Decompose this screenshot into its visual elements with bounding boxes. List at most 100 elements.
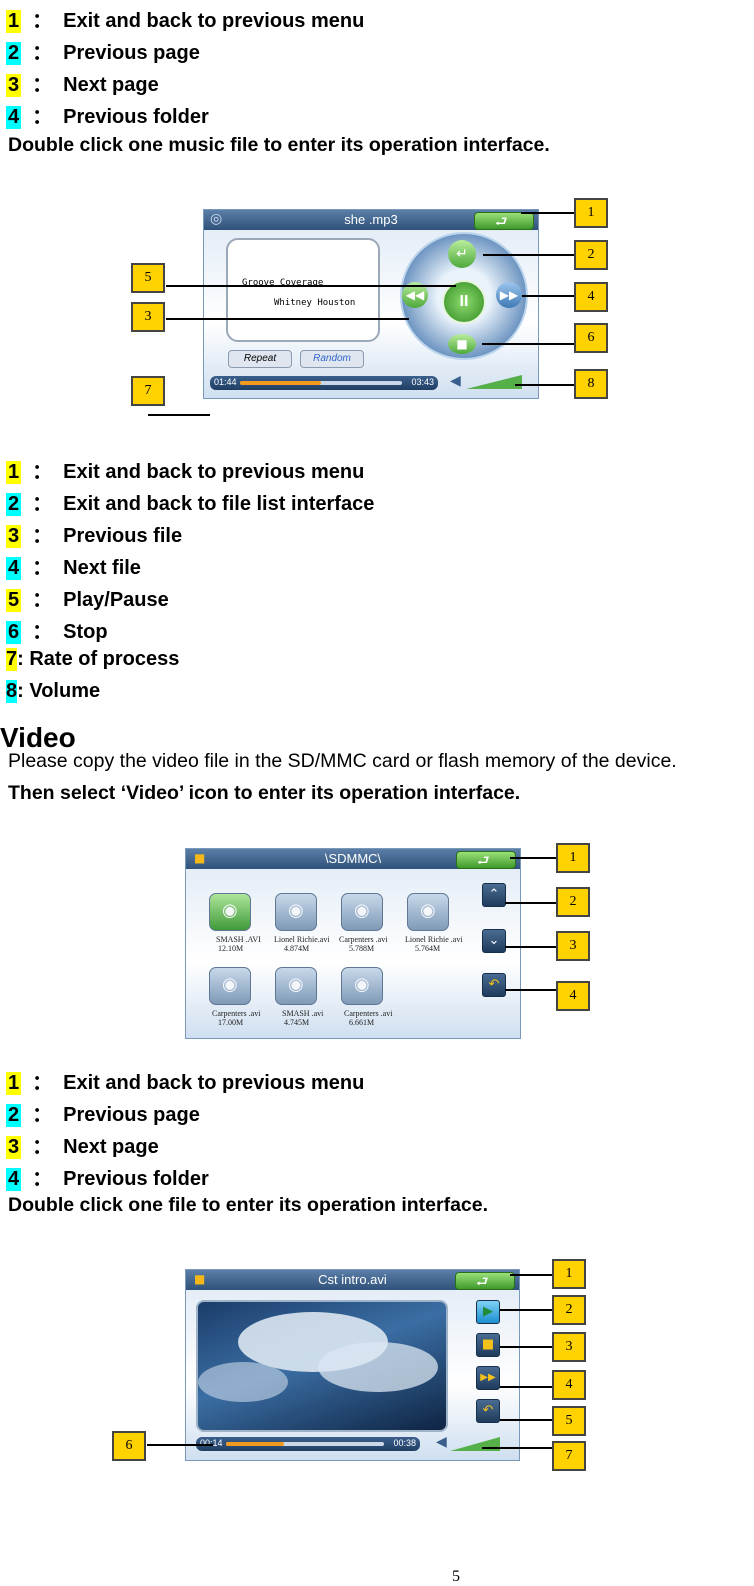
callout-line <box>515 384 574 386</box>
callout-line <box>500 1419 552 1421</box>
file-name: Carpenters .avi <box>344 1009 393 1018</box>
progress-track <box>240 381 402 385</box>
page-down-button[interactable]: ⌄ <box>482 929 506 953</box>
intro-text: Please copy the video file in the SD/MMC… <box>8 750 677 772</box>
file-list-screenshot: ■ \SDMMC\ SMASH .AVI 12.10M Lionel Richi… <box>185 848 521 1039</box>
callout-line <box>483 254 574 256</box>
list-item: 4：Next file <box>6 557 141 580</box>
page-up-button[interactable]: ⌃ <box>482 883 506 907</box>
list-item: 3：Next page <box>6 74 159 97</box>
file-size: 17.00M <box>218 1018 244 1027</box>
info-display: Groove Coverage Whitney Houston <box>226 238 380 342</box>
video-file-icon[interactable] <box>275 893 317 931</box>
callout-line <box>166 285 456 287</box>
random-button[interactable]: Random <box>300 350 364 368</box>
back-to-list-button[interactable]: ↵ <box>448 240 476 268</box>
callout-line <box>147 1444 213 1446</box>
progress-fill <box>226 1442 284 1446</box>
video-cloud <box>318 1342 438 1392</box>
artist-name: Whitney Houston <box>274 298 356 308</box>
section-heading: Video <box>0 722 76 753</box>
callout-tag: 8 <box>574 369 608 399</box>
list-item: 1：Exit and back to previous menu <box>6 10 365 33</box>
time-total: 03:43 <box>411 377 434 387</box>
title-bar: ◎ she .mp3 <box>204 210 538 235</box>
repeat-button[interactable]: Repeat <box>228 350 292 368</box>
list-item: 2：Exit and back to file list interface <box>6 493 375 516</box>
callout-line <box>505 902 556 904</box>
window-title: \SDMMC\ <box>324 851 382 866</box>
instruction-text: Then select ‘Video’ icon to enter its op… <box>8 782 521 804</box>
progress-fill <box>240 381 321 385</box>
callout-tag: 4 <box>556 981 590 1011</box>
list-item: 3：Next page <box>6 1136 159 1159</box>
file-name: SMASH .avi <box>282 1009 324 1018</box>
file-size: 4.874M <box>284 944 310 953</box>
stop-button[interactable]: ■ <box>448 334 476 354</box>
back-button[interactable] <box>456 850 516 874</box>
next-button[interactable]: ▶▶ <box>476 1366 500 1390</box>
callout-tag: 4 <box>552 1370 586 1400</box>
video-file-icon[interactable] <box>209 893 251 931</box>
volume-bar[interactable] <box>450 1436 500 1452</box>
file-size: 4.745M <box>284 1018 310 1027</box>
callout-tag: 3 <box>556 931 590 961</box>
progress-bar[interactable]: 00:14 00:38 <box>196 1437 420 1451</box>
video-file-icon[interactable] <box>275 967 317 1005</box>
video-file-icon[interactable] <box>209 967 251 1005</box>
time-elapsed: 01:44 <box>214 377 237 387</box>
speaker-icon[interactable]: ◀ <box>436 1434 447 1450</box>
file-size: 12.10M <box>218 944 244 953</box>
callout-line <box>482 343 574 345</box>
callout-tag: 2 <box>556 887 590 917</box>
stop-button[interactable]: ■ <box>476 1333 500 1357</box>
video-frame[interactable] <box>196 1300 448 1432</box>
speaker-icon[interactable]: ◀ <box>450 373 461 389</box>
video-file-icon[interactable] <box>341 967 383 1005</box>
play-pause-button[interactable]: II <box>442 280 486 324</box>
back-button[interactable] <box>474 211 534 235</box>
callout-line <box>148 414 210 416</box>
callout-line <box>482 1447 552 1449</box>
video-file-icon[interactable] <box>407 893 449 931</box>
list-item: 8: Volume <box>6 680 101 703</box>
list-item: 4：Previous folder <box>6 106 209 129</box>
callout-tag: 6 <box>574 323 608 353</box>
folder-icon: ■ <box>194 1272 206 1286</box>
callout-line <box>505 989 556 991</box>
list-item: 2：Previous page <box>6 1104 200 1127</box>
previous-folder-button[interactable]: ↶ <box>482 973 506 997</box>
next-file-button[interactable]: ▶▶ <box>496 282 522 308</box>
callout-tag: 7 <box>131 376 165 406</box>
video-cloud <box>198 1362 288 1402</box>
video-player-screenshot: ■ Cst intro.avi ▶ ■ ▶▶ ↶ 00:14 00:38 ◀ <box>185 1269 520 1461</box>
callout-line <box>500 1346 552 1348</box>
callout-line <box>510 1274 552 1276</box>
video-file-icon[interactable] <box>341 893 383 931</box>
callout-tag: 7 <box>552 1441 586 1471</box>
file-size: 5.764M <box>415 944 441 953</box>
callout-line <box>522 295 574 297</box>
callout-tag: 1 <box>574 198 608 228</box>
callout-line <box>500 1386 552 1388</box>
progress-bar[interactable]: 01:44 03:43 <box>210 376 438 390</box>
title-bar: ■ Cst intro.avi <box>186 1270 519 1295</box>
file-name: Lionel Richie.avi <box>274 935 330 944</box>
list-item: 6：Stop <box>6 621 108 644</box>
title-bar: ■ \SDMMC\ <box>186 849 520 874</box>
volume-bar[interactable] <box>466 374 522 390</box>
previous-folder-button[interactable]: ↶ <box>476 1399 500 1423</box>
callout-tag: 1 <box>556 843 590 873</box>
back-button[interactable] <box>455 1271 515 1295</box>
play-button[interactable]: ▶ <box>476 1300 500 1324</box>
folder-icon: ■ <box>194 851 206 865</box>
list-item: 4：Previous folder <box>6 1168 209 1191</box>
disc-icon: ◎ <box>210 211 223 227</box>
file-size: 6.661M <box>349 1018 375 1027</box>
song-title: Groove Coverage <box>242 278 324 288</box>
window-title: she .mp3 <box>344 212 398 227</box>
list-item: 1：Exit and back to previous menu <box>6 1072 365 1095</box>
progress-track <box>226 1442 384 1446</box>
callout-line <box>500 1309 552 1311</box>
list-item: 5：Play/Pause <box>6 589 169 612</box>
